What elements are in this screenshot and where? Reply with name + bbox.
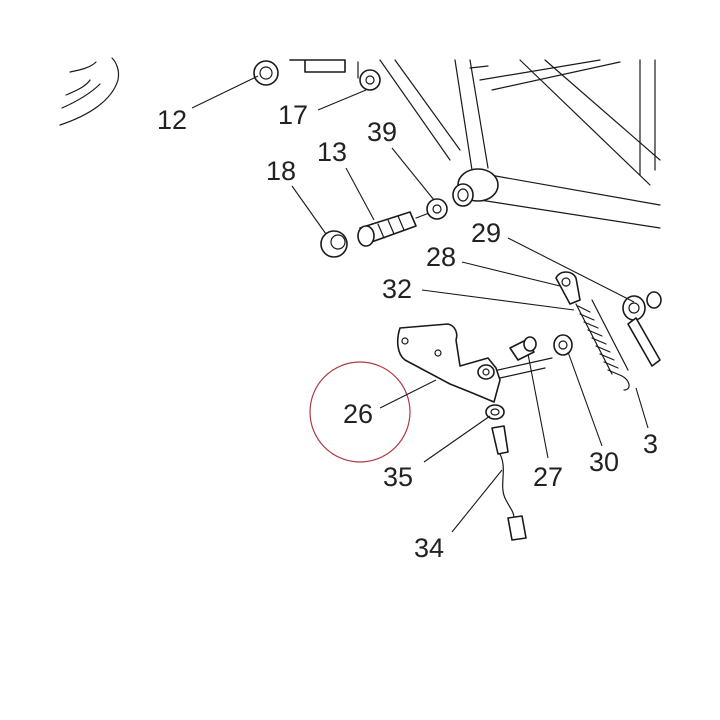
callout-28: 28 <box>426 242 456 272</box>
part-39-washer <box>426 198 448 220</box>
part-35-washer <box>485 404 505 420</box>
part-34-stand-switch <box>491 425 527 541</box>
highlight-circle <box>309 361 411 463</box>
callout-17: 17 <box>278 100 308 130</box>
callout-31-partial: 3 <box>643 429 658 459</box>
frame-tubes <box>289 59 661 229</box>
part-32-spring <box>575 299 630 391</box>
part-17-washer <box>357 61 381 91</box>
part-12-cap <box>253 60 279 86</box>
callout-30: 30 <box>589 447 619 477</box>
callout-12: 12 <box>157 105 187 135</box>
part-28-spring-hook <box>555 271 581 305</box>
callout-34: 34 <box>414 533 444 563</box>
callout-32: 32 <box>382 274 412 304</box>
part-30-washer <box>553 334 573 356</box>
part-29-spring-mount <box>622 291 662 367</box>
part-27-bolt <box>509 336 537 361</box>
callout-18: 18 <box>266 156 296 186</box>
leader-lines <box>191 75 649 533</box>
callout-27: 27 <box>533 462 563 492</box>
part-26-side-stand-bracket <box>396 323 553 403</box>
callout-26: 26 <box>343 399 373 429</box>
part-13-pivot-pin <box>357 211 433 247</box>
callout-29: 29 <box>471 218 501 248</box>
engine-cover-fragment <box>59 57 120 126</box>
callout-35: 35 <box>383 462 413 492</box>
callout-39: 39 <box>367 117 397 147</box>
callout-13: 13 <box>317 137 347 167</box>
callout-labels: 12 17 39 13 18 29 28 32 26 35 27 30 3 34 <box>157 100 658 563</box>
part-18-cap <box>320 230 348 258</box>
